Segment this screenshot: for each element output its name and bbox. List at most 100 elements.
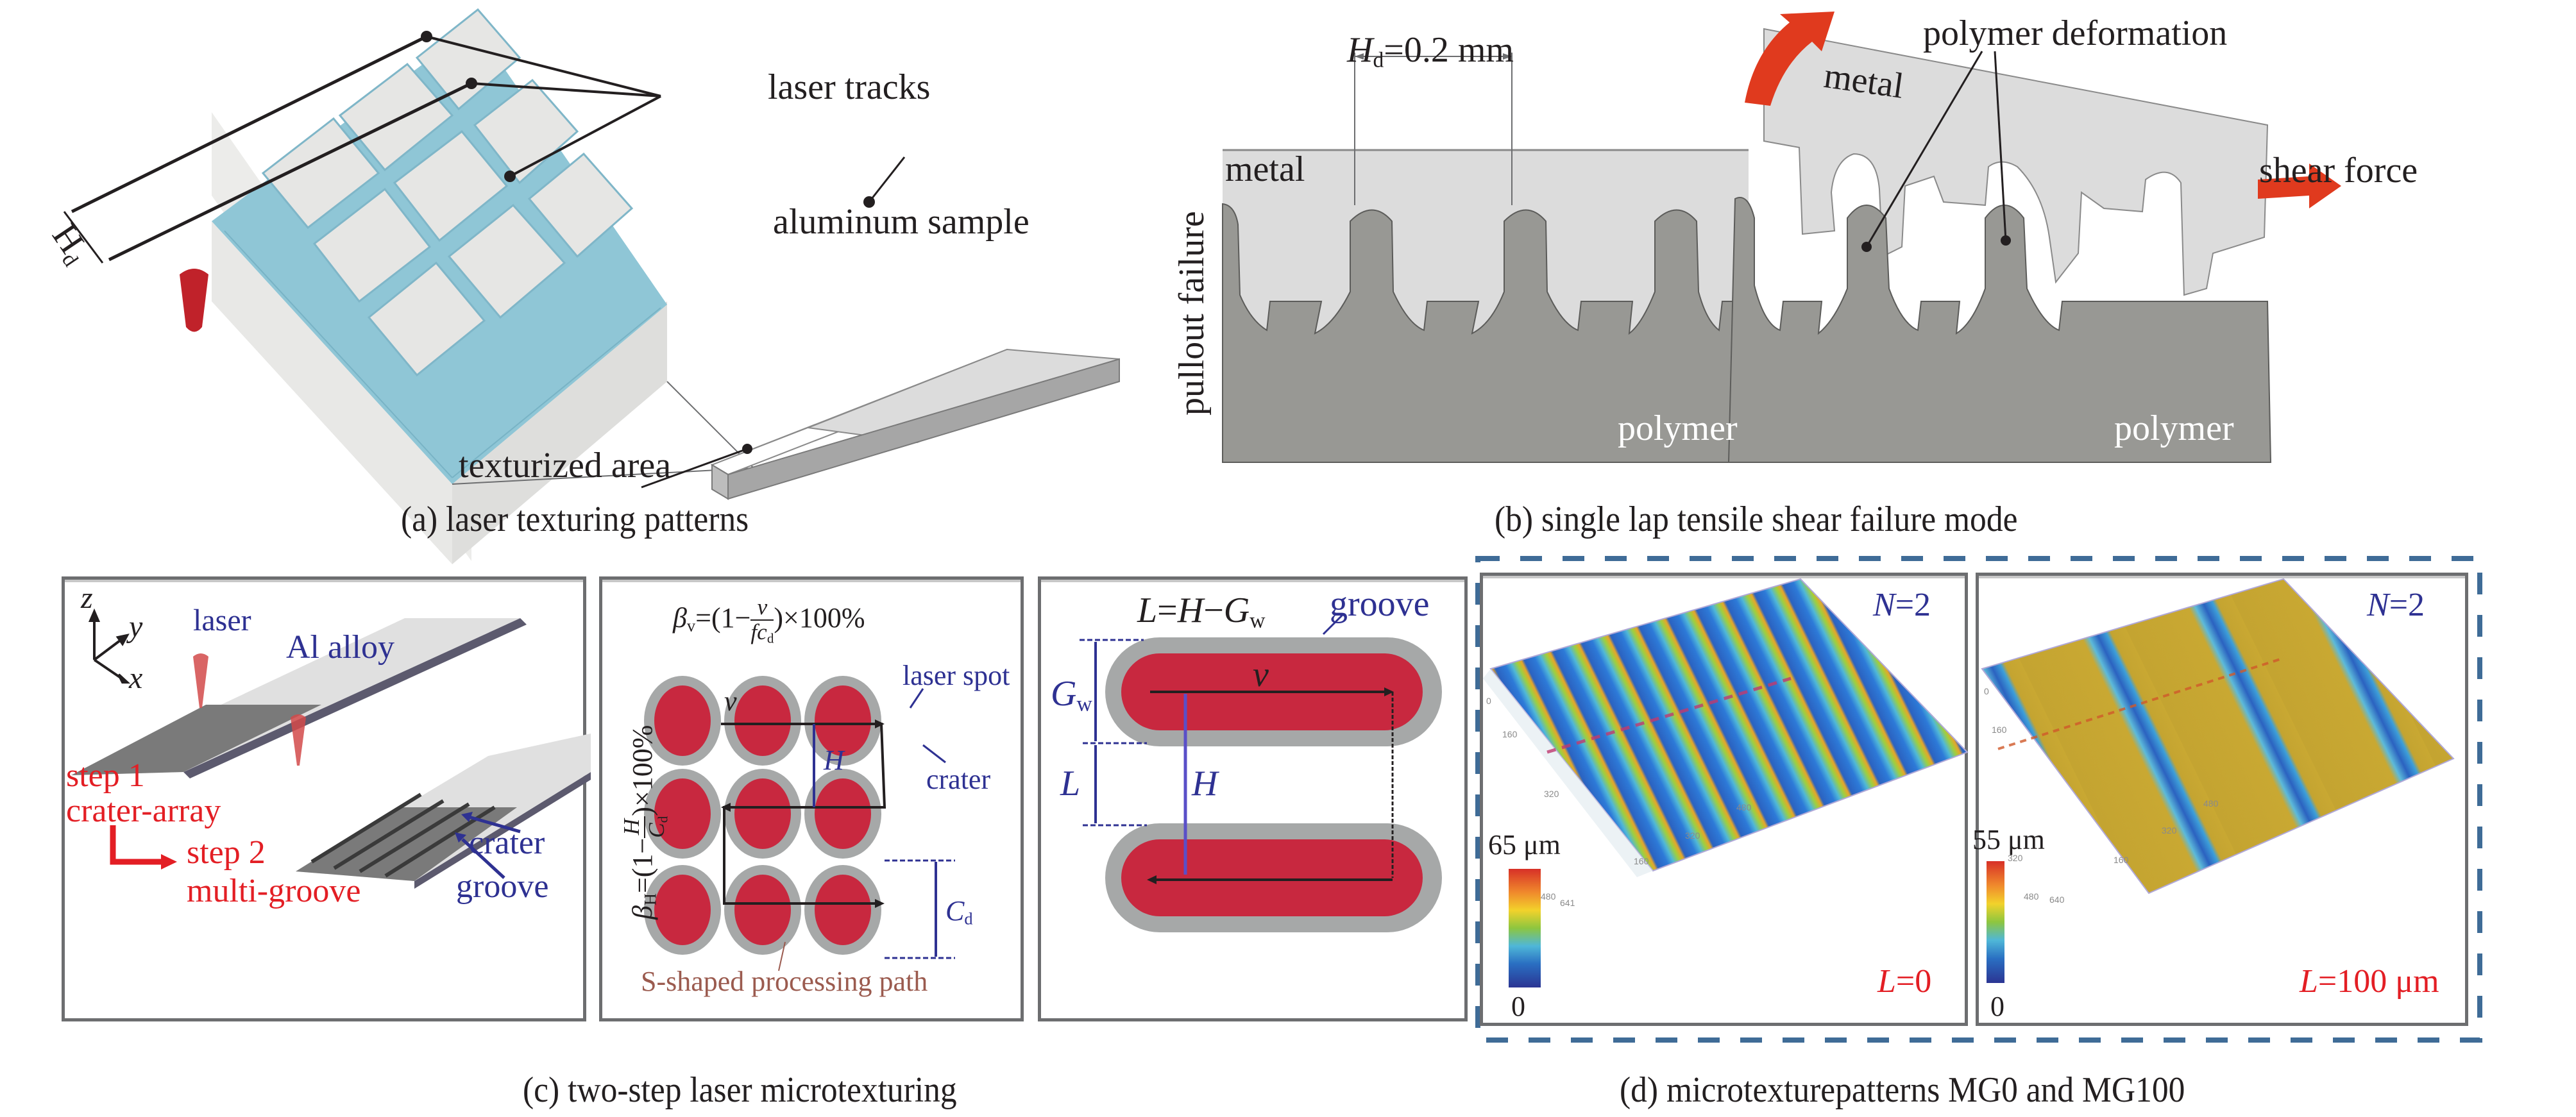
- axis-x-label: x: [129, 661, 143, 695]
- label-shear-force: shear force: [2259, 151, 2418, 190]
- laser-beam-icon: [180, 269, 208, 332]
- laser-track-line-2: [108, 81, 473, 262]
- mg100-axis-ticks: 0 160 320 480 480 320 160 640: [1984, 686, 2219, 905]
- mg100-tick: 160: [1992, 725, 2007, 735]
- s-shaped-path: [721, 723, 886, 905]
- label-pullout-failure: pullout failure: [1172, 211, 1212, 416]
- label-laser: laser: [193, 603, 251, 637]
- crater: [804, 676, 881, 766]
- mg0-tick: 160: [1502, 729, 1518, 739]
- crater: [724, 676, 801, 766]
- mg0-colorbar: [1509, 869, 1541, 987]
- panel-b: Hd=0.2 mm pullout failure metal polymer …: [1155, 0, 2576, 551]
- label-Gw: Gw: [1051, 676, 1092, 715]
- mg0-surface: [1489, 578, 1969, 872]
- l-symbol: L: [2300, 963, 2318, 1000]
- mg0-axis-ticks: 0 160 320 480 480 320 160 641: [1486, 696, 1752, 908]
- formula-tail: )×100%: [626, 725, 658, 816]
- label-H: H: [1192, 764, 1218, 803]
- textured-block-illustration: [63, 8, 1120, 564]
- formula-den-subscript: d: [655, 816, 671, 823]
- formula-numerator: v: [750, 595, 774, 621]
- label-s-shaped-path: S-shaped processing path: [641, 966, 928, 997]
- l-value: =100 μm: [2318, 963, 2439, 1000]
- beta-subscript: H: [640, 893, 660, 906]
- multi-groove-schematic: [1080, 614, 1442, 932]
- crater: [724, 865, 801, 955]
- mg0-tick: 320: [1685, 830, 1700, 841]
- axis-y-label: y: [129, 610, 143, 644]
- label-step-1: step 1: [66, 757, 145, 794]
- raised-squares: [261, 8, 634, 377]
- crater: [644, 676, 721, 766]
- shear-force-arrow-icon: [2258, 164, 2341, 208]
- l-value: =0: [1895, 963, 1932, 1000]
- n-symbol: N: [1873, 587, 1895, 623]
- formula-beta-v: βv=(1− v fcd )×100%: [673, 595, 865, 646]
- mg100-tick: 480: [2203, 798, 2219, 809]
- label-texturized-area: texturized area: [459, 446, 672, 485]
- crater-array-region: [71, 705, 321, 775]
- cd-symbol: C: [945, 895, 965, 927]
- mg100-l-label: L=100 μm: [2300, 965, 2439, 998]
- mg100-tick: 640: [2049, 894, 2065, 905]
- formula-denominator: C: [643, 823, 669, 838]
- laser-beam-icon-2: [291, 714, 306, 766]
- two-step-process-illustration: [71, 608, 591, 889]
- n-value: =2: [1895, 587, 1931, 623]
- mg0-3d-surface-plot: 0 160 320 480 480 320 160 641: [1483, 578, 1969, 987]
- gw-subscript: w: [1076, 692, 1092, 716]
- mg100-tick: 0: [1984, 686, 1989, 696]
- formula-tail: )×100%: [774, 601, 865, 634]
- mg0-colorbar-max: 65 μm: [1488, 829, 1561, 861]
- aluminum-sample-front: [727, 358, 1120, 500]
- label-laser-spot: laser spot: [902, 660, 1010, 691]
- label-Cd: Cd: [945, 897, 973, 927]
- block-left-side: [212, 221, 452, 564]
- step-arrow-icon: [110, 825, 167, 865]
- cd-subscript: d: [964, 909, 973, 928]
- mg0-tick: 480: [1541, 891, 1556, 902]
- caption-b: (b) single lap tensile shear failure mod…: [1495, 500, 2018, 539]
- n-symbol: N: [2367, 587, 2389, 623]
- label-polymer-right: polymer: [2114, 408, 2234, 448]
- label-v: v: [724, 685, 737, 717]
- label-H: H: [824, 744, 844, 776]
- formula-G-subscript: w: [1250, 609, 1266, 633]
- caption-c: (c) two-step laser microtexturing: [523, 1070, 957, 1110]
- panel-d-mg100: 0 160 320 480 480 320 160 640 N=2 L=100 …: [1972, 573, 2468, 1026]
- formula-beta-h: βH=(1− H Cd )×100%: [619, 725, 671, 920]
- mg100-tick: 320: [2008, 853, 2023, 863]
- label-crater: crater: [926, 764, 991, 795]
- axis-z-label: z: [81, 581, 93, 615]
- mg0-colorbar-min: 0: [1511, 991, 1525, 1022]
- mg100-n-label: N=2: [2367, 589, 2425, 622]
- label-groove: groove: [1330, 584, 1430, 624]
- label-polymer-deformation: polymer deformation: [1923, 13, 2228, 53]
- block-front-face: [452, 301, 667, 564]
- formula-minus: −: [1203, 591, 1224, 630]
- caption-d: (d) microtexturepatterns MG0 and MG100: [1620, 1070, 2185, 1110]
- label-metal-left: metal: [1225, 149, 1305, 189]
- panel-c-subpanel-2: βv=(1− v fcd )×100% βH=(1− H Cd )×100% l…: [599, 576, 1024, 1021]
- panel-c-subpanel-1: z y x laser Al alloy step 1 crater-array…: [62, 576, 591, 1021]
- n-value: =2: [2389, 587, 2425, 623]
- l-symbol: L: [1877, 963, 1896, 1000]
- label-crater-array: crater-array: [66, 793, 221, 829]
- formula-den-subscript: d: [767, 630, 774, 646]
- formula-L: L: [1137, 591, 1158, 630]
- mg100-colorbar: [1987, 861, 2004, 983]
- mg0-tick: 641: [1560, 898, 1575, 908]
- beta-symbol: β: [673, 601, 687, 634]
- panel-d-mg0: 0 160 320 480 480 320 160 641 N=2 L=0 65…: [1480, 573, 1969, 1026]
- mg0-tick: 0: [1486, 696, 1491, 706]
- label-polymer-left: polymer: [1618, 408, 1738, 448]
- label-step-2: step 2: [187, 834, 266, 871]
- laser-track-line-1: [71, 35, 428, 214]
- mg100-colorbar-max: 55 μm: [1972, 824, 2045, 855]
- beta-subscript: v: [686, 616, 696, 635]
- crater-array-schematic: [644, 676, 955, 971]
- panel-a: laser tracks aluminum sample texturized …: [0, 0, 1155, 564]
- label-laser-tracks: laser tracks: [768, 67, 931, 107]
